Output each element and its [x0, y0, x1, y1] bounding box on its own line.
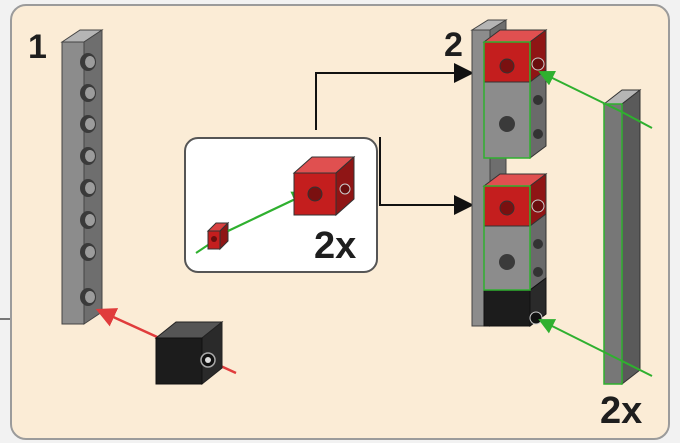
arrow-to-bottom-position	[379, 137, 474, 215]
callout-illustration	[195, 155, 356, 254]
technic-beam-gray-icon	[60, 29, 104, 325]
arrow-to-top-position	[315, 63, 474, 130]
red-axle-pin-icon	[206, 221, 230, 251]
top-connector-assembly-icon	[482, 29, 548, 159]
step-1-number: 1	[28, 28, 47, 66]
gray-beam-2x-icon	[602, 88, 642, 386]
sub-assembly-callout: 2x	[184, 137, 378, 273]
page-edge-line	[0, 318, 12, 320]
step-2-number: 2	[444, 26, 463, 64]
green-arrow-top	[538, 70, 653, 129]
step-2-quantity: 2x	[600, 390, 643, 432]
bottom-connector-assembly-icon	[482, 173, 548, 327]
green-arrow-bottom	[538, 319, 653, 377]
black-cube-connector-icon	[154, 320, 224, 386]
callout-quantity: 2x	[314, 225, 357, 267]
red-cube-connector-icon	[292, 155, 356, 217]
